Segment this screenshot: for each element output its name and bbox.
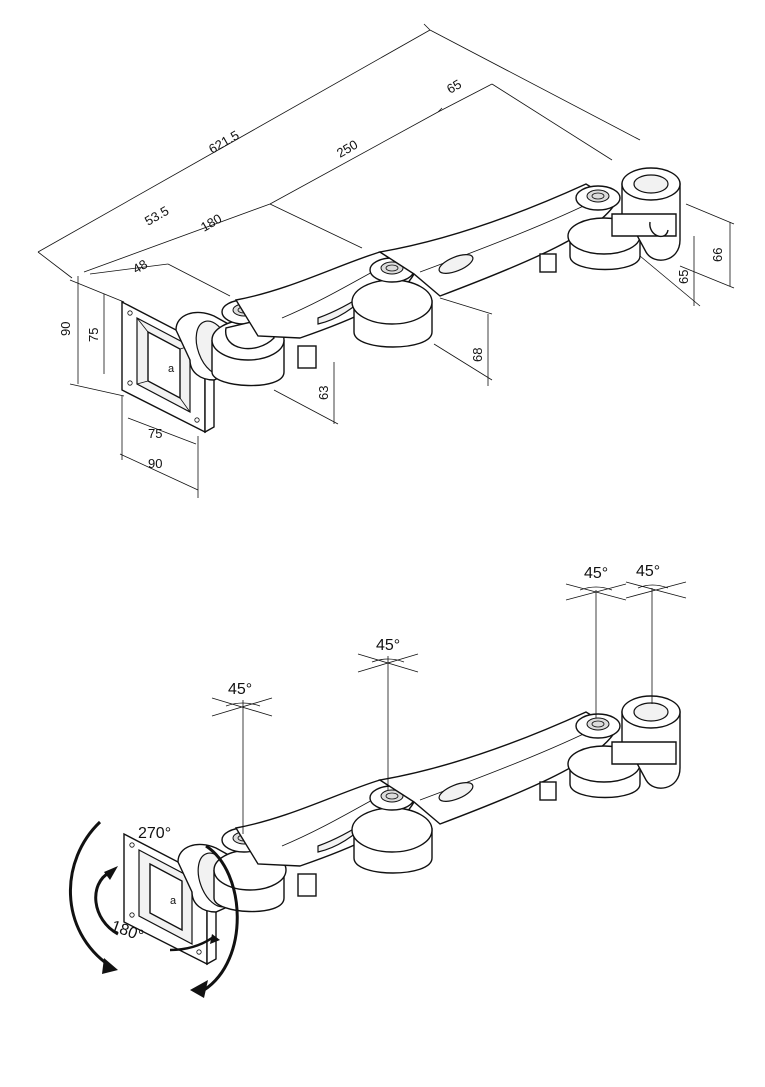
dim-clamp-height-outer: 66	[710, 248, 725, 262]
dim-plate-height-outer: 90	[58, 322, 73, 336]
arm-assembly-top: a	[121, 167, 681, 434]
joint-4-angle: 45°	[636, 563, 660, 580]
rotation-axes	[211, 581, 687, 834]
dim-clamp-height-inner: 65	[676, 270, 691, 284]
motion-range-view: a	[69, 563, 687, 998]
angle-indicator-2	[357, 653, 419, 673]
plate-rotation-label: 270°	[138, 825, 171, 842]
dim-joint1-height: 63	[316, 386, 331, 400]
arm-segment-1-top	[234, 251, 415, 369]
plate-mark-bottom: a	[170, 895, 177, 907]
joint-3-top	[567, 185, 641, 271]
angle-indicator-1	[211, 697, 273, 717]
dimension-lines-top	[37, 23, 735, 498]
dim-joint2-height: 68	[470, 348, 485, 362]
dim-arm1-length: 180	[198, 211, 224, 235]
pole-collar-top	[611, 167, 681, 261]
dim-plate-width-inner: 75	[148, 426, 162, 441]
dim-plate-width-outer: 90	[148, 456, 162, 471]
joint-3-angle: 45°	[584, 565, 608, 582]
angle-indicator-3	[565, 583, 627, 601]
swivel-arrowhead	[190, 980, 208, 998]
swivel-arrow-small	[169, 936, 213, 952]
dim-offset-a: 53.5	[142, 203, 171, 229]
dim-plate-offset: 48	[130, 256, 150, 276]
dim-total-length: 621.5	[206, 127, 242, 156]
pole-collar-bottom	[611, 695, 681, 789]
swivel-arrow	[203, 844, 239, 992]
dim-plate-height-inner: 75	[86, 328, 101, 342]
angle-labels: 45° 45° 45° 45°	[228, 563, 660, 698]
dimensioned-arm-view: a	[37, 23, 735, 498]
tilt-arrow-180	[94, 870, 119, 936]
arm-segment-2-top	[378, 183, 617, 297]
arm-assembly-bottom: a	[123, 695, 681, 966]
rotation-arrowhead-270	[102, 958, 118, 974]
dim-clamp-offset: 65	[444, 76, 464, 96]
angle-indicator-4	[625, 581, 687, 599]
rotation-arrow-270	[69, 820, 111, 968]
swivel-arrowhead-small	[210, 934, 220, 944]
tilt-arrowhead-180	[104, 866, 118, 880]
plate-mark: a	[168, 363, 175, 375]
joint-1-angle: 45°	[228, 681, 252, 698]
joint-2-angle: 45°	[376, 637, 400, 654]
